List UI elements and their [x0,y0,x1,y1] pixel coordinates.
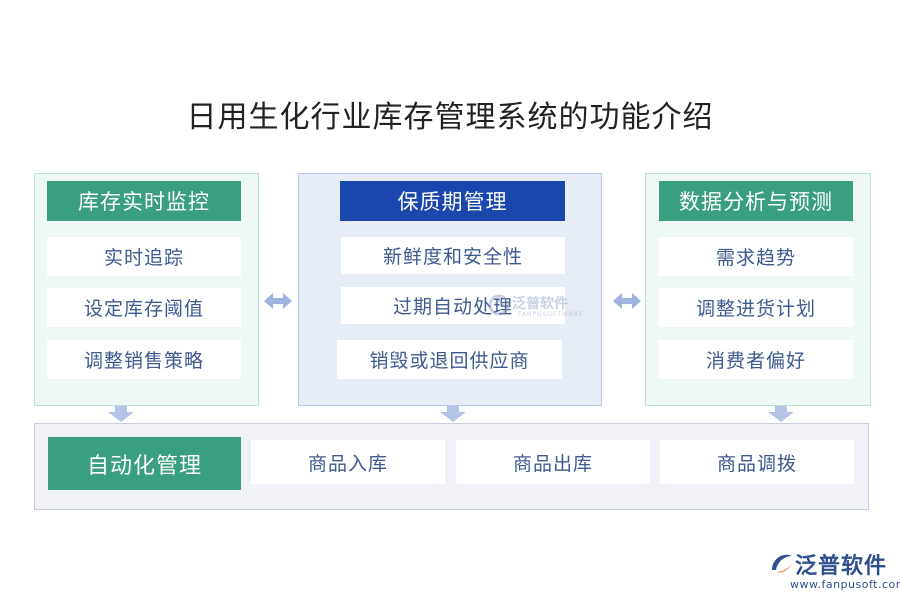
logo-name: 泛普软件 [795,554,888,579]
page-title: 日用生化行业库存管理系统的功能介绍 [186,100,714,135]
header-inventory-monitoring: 库存实时监控 [47,181,241,221]
item-auto-expiry: 过期自动处理 [341,287,565,324]
watermark: 泛普软件 FANPUSOFTWARE [488,292,583,322]
item-goods-transfer: 商品调拨 [660,440,854,484]
item-consumer-preference: 消费者偏好 [659,340,853,379]
watermark-subtext: FANPUSOFTWARE [518,311,584,318]
header-data-analysis: 数据分析与预测 [659,181,853,221]
header-shelf-life: 保质期管理 [340,181,565,221]
item-realtime-tracking: 实时追踪 [47,237,241,276]
item-goods-inbound: 商品入库 [251,440,445,484]
item-destroy-return: 销毁或退回供应商 [337,340,562,379]
item-set-threshold: 设定库存阈值 [47,288,241,327]
down-arrow-icon [440,406,466,422]
item-demand-trend: 需求趋势 [659,237,853,276]
fanpu-logo-icon [772,554,792,573]
down-arrow-icon [108,406,134,422]
watermark-logo-icon [488,294,510,316]
brand-logo: 泛普软件 www.fanpusoft.com [768,548,900,594]
item-adjust-sales: 调整销售策略 [47,340,241,379]
double-arrow-icon [264,293,292,309]
item-goods-outbound: 商品出库 [456,440,650,484]
double-arrow-icon [613,293,641,309]
item-adjust-purchase: 调整进货计划 [659,288,853,327]
header-automation: 自动化管理 [48,437,241,490]
watermark-text: 泛普软件 [512,296,568,312]
down-arrow-icon [768,406,794,422]
logo-url: www.fanpusoft.com [790,578,900,591]
item-freshness-safety: 新鲜度和安全性 [341,237,565,274]
